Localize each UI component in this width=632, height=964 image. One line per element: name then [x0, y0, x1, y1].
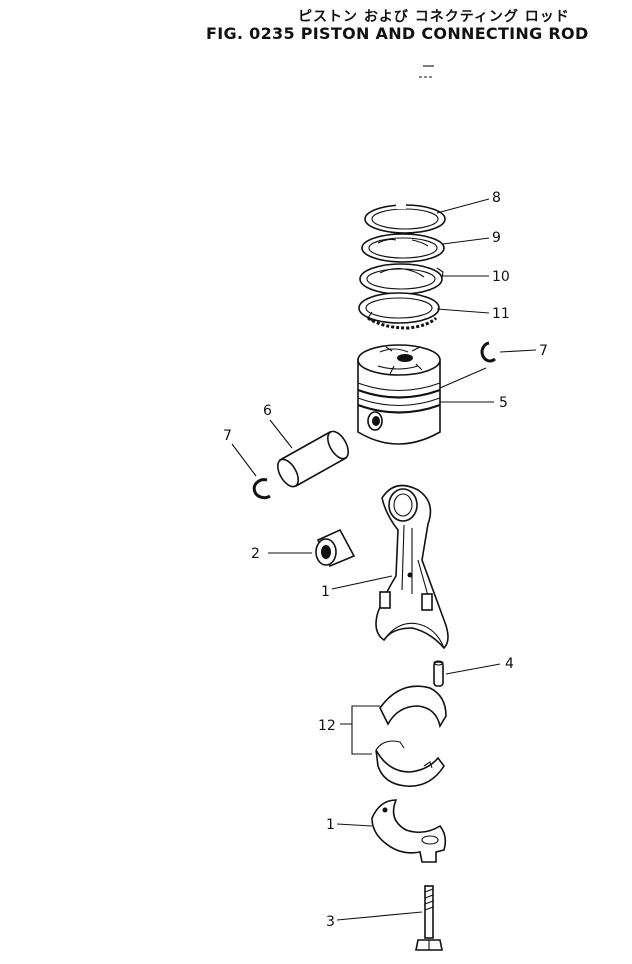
- connecting-rod: [375, 484, 449, 650]
- ring-9: [361, 233, 445, 263]
- callout-9: 9: [492, 230, 501, 246]
- leader-lines: [231, 198, 537, 921]
- callout-1-cap: 1: [326, 817, 335, 833]
- piston: [357, 344, 441, 445]
- ring-8: [364, 204, 446, 234]
- rod-cap: [371, 799, 447, 863]
- snap-ring-upper: [480, 341, 496, 363]
- callout-4: 4: [505, 656, 514, 672]
- callout-2: 2: [251, 546, 260, 562]
- callout-12: 12: [318, 718, 336, 734]
- piston-pin: [276, 430, 350, 488]
- callout-6: 6: [263, 403, 272, 419]
- callout-8: 8: [492, 190, 501, 206]
- callout-11: 11: [492, 306, 510, 322]
- title-japanese: ピストン および コネクティング ロッド: [298, 9, 570, 25]
- callout-1-rod: 1: [321, 584, 330, 600]
- callout-10: 10: [492, 269, 510, 285]
- title-marks: [419, 65, 434, 78]
- dowel-pin: [433, 660, 444, 687]
- callout-3: 3: [326, 914, 335, 930]
- callout-7-lower: 7: [223, 428, 232, 444]
- bearing-shell-lower: [375, 740, 445, 787]
- callout-7-upper: 7: [539, 343, 548, 359]
- snap-ring-lower: [252, 478, 271, 500]
- cap-bolt: [415, 885, 443, 951]
- ring-10: [359, 263, 444, 295]
- callout-labels: 8 9 10 11 7 5 6 7 2 1 4 12 1 3: [223, 190, 548, 930]
- ring-11: [358, 292, 440, 330]
- figure-title: FIG. 0235 PISTON AND CONNECTING ROD: [206, 24, 589, 43]
- bearing-shell-upper: [379, 685, 447, 729]
- bushing: [315, 528, 356, 568]
- callout-5: 5: [499, 395, 508, 411]
